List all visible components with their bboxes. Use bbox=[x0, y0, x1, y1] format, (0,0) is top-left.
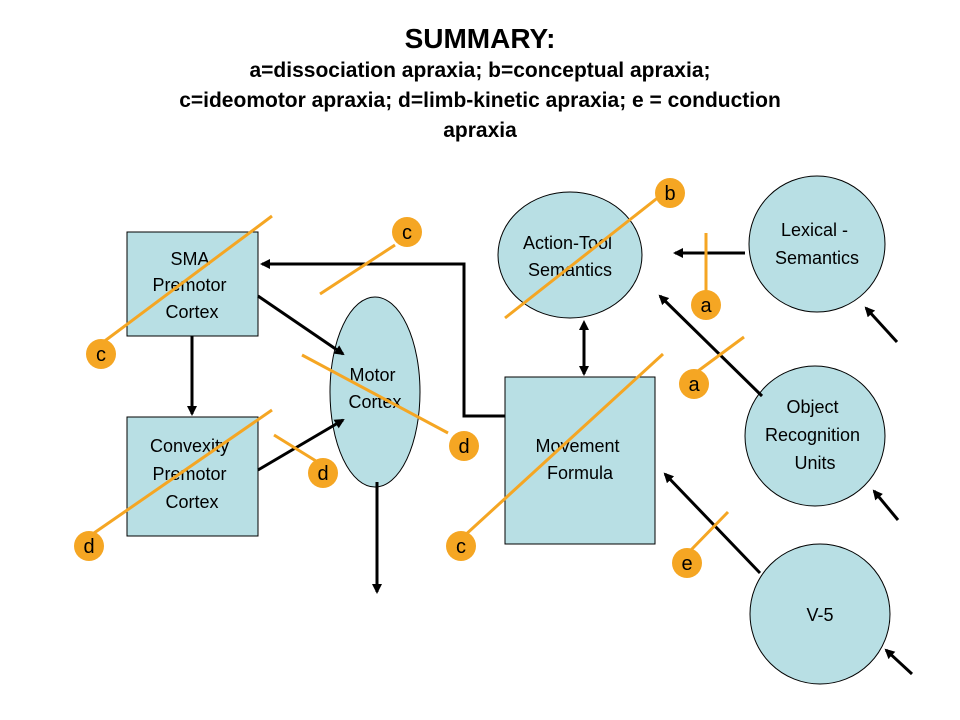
node-action-tool-semantics: Action-Tool Semantics bbox=[497, 191, 643, 319]
svg-text:Object Recognition: Object Recognition Units bbox=[765, 397, 865, 473]
svg-text:SMA Premotor Corte: SMA Premotor Cortex bbox=[152, 249, 231, 322]
marker-c-bottom: c bbox=[446, 531, 476, 561]
marker-a-upper: a bbox=[691, 290, 721, 320]
svg-text:d: d bbox=[458, 436, 469, 458]
svg-text:e: e bbox=[681, 553, 692, 575]
svg-text:Action-Tool Semantics: Action-Tool Semantics bbox=[523, 233, 617, 280]
lesion-line-d-middle bbox=[273, 433, 317, 463]
arrow-convexity-to-motor bbox=[257, 418, 345, 472]
subtitle-line-2: c=ideomotor apraxia; d=limb-kinetic apra… bbox=[179, 89, 781, 112]
subtitle-line-3: apraxia bbox=[443, 119, 517, 142]
svg-text:Lexical - Semantics: Lexical - Semantics bbox=[775, 220, 859, 268]
lesion-line-c-motor bbox=[319, 243, 396, 296]
node-movement-formula: Movement Formula bbox=[504, 376, 656, 545]
marker-e: e bbox=[672, 548, 702, 578]
svg-text:b: b bbox=[664, 183, 675, 205]
svg-text:V-5: V-5 bbox=[806, 605, 833, 625]
lesion-line-b-action bbox=[504, 194, 661, 320]
diagram-title: SUMMARY: bbox=[404, 23, 556, 54]
svg-text:c: c bbox=[402, 222, 412, 244]
lesion-line-d-convexity bbox=[93, 408, 273, 535]
svg-text:c: c bbox=[456, 536, 466, 558]
arrow-sma-to-motor bbox=[257, 294, 345, 356]
node-motor-cortex: Motor Cortex bbox=[329, 296, 421, 488]
lesion-line-c-sma bbox=[101, 214, 273, 345]
lesion-line-e-v5 bbox=[688, 510, 730, 553]
arrow-input-v5 bbox=[884, 648, 914, 676]
node-lexical-semantics: Lexical - Semantics bbox=[748, 175, 886, 313]
arrow-input-object bbox=[872, 489, 900, 521]
svg-text:c: c bbox=[96, 344, 106, 366]
marker-c-left: c bbox=[86, 339, 116, 369]
lesion-line-a-object bbox=[697, 335, 745, 373]
marker-d-left: d bbox=[74, 531, 104, 561]
lesion-lines bbox=[93, 194, 745, 553]
arrow-input-lexical bbox=[864, 306, 899, 344]
marker-b-top: b bbox=[655, 178, 685, 208]
marker-a-lower: a bbox=[679, 369, 709, 399]
arrow-object-to-action bbox=[658, 294, 764, 398]
node-object-recognition-units: Object Recognition Units bbox=[744, 365, 886, 507]
node-sma-premotor-cortex: SMA Premotor Cortex bbox=[126, 231, 259, 337]
marker-c-top: c bbox=[392, 217, 422, 247]
lesion-line-d-motor bbox=[301, 353, 449, 435]
arrow-movement-to-sma bbox=[260, 259, 505, 418]
svg-text:Motor Cortex: Motor Cortex bbox=[348, 365, 401, 412]
arrows bbox=[187, 248, 914, 676]
subtitle-line-1: a=dissociation apraxia; b=conceptual apr… bbox=[249, 59, 711, 82]
title-block: SUMMARY: a=dissociation apraxia; b=conce… bbox=[0, 22, 960, 146]
node-v5: V-5 bbox=[749, 543, 891, 685]
marker-d-motor: d bbox=[449, 431, 479, 461]
lesion-line-c-movement bbox=[461, 352, 665, 539]
svg-text:a: a bbox=[700, 295, 712, 317]
svg-text:d: d bbox=[317, 463, 328, 485]
svg-text:d: d bbox=[83, 536, 94, 558]
arrow-v5-to-movement bbox=[663, 472, 762, 575]
marker-d-middle: d bbox=[308, 458, 338, 488]
svg-text:a: a bbox=[688, 374, 700, 396]
